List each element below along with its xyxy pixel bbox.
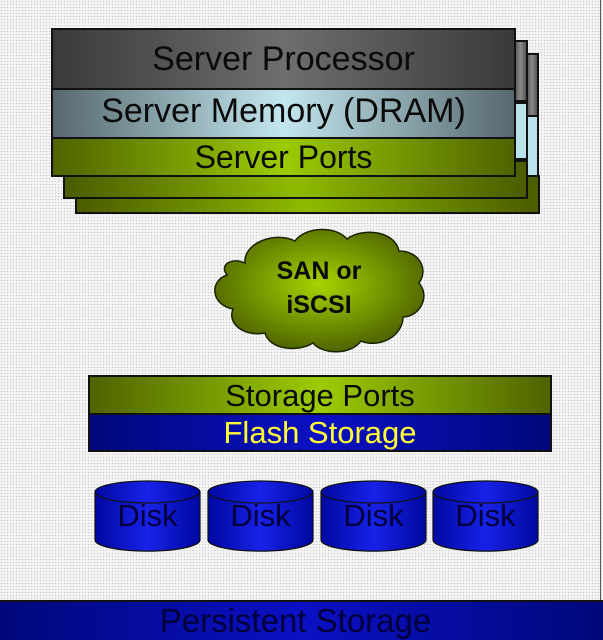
flash-storage-label: Flash Storage	[223, 415, 417, 450]
disk: Disk	[320, 480, 427, 552]
server-memory-layer: Server Memory (DRAM)	[51, 88, 516, 139]
network-label-line2: iSCSI	[286, 291, 352, 319]
server-processor-label: Server Processor	[152, 40, 415, 78]
disk-label: Disk	[230, 498, 291, 533]
server-ports-label: Server Ports	[194, 139, 373, 175]
disk: Disk	[432, 480, 539, 552]
disk-cylinder-icon	[432, 480, 539, 552]
cloud-icon	[214, 228, 425, 353]
persistent-storage-bar: Persistent Storage	[0, 600, 603, 640]
storage-ports-layer: Storage Ports	[88, 375, 552, 415]
persistent-storage-label: Persistent Storage	[159, 602, 432, 639]
disk-label: Disk	[117, 498, 178, 533]
disk-label: Disk	[343, 498, 404, 533]
disk: Disk	[207, 480, 314, 552]
storage-ports-label: Storage Ports	[225, 378, 415, 413]
frame-border	[600, 0, 601, 602]
disk-cylinder-icon	[207, 480, 314, 552]
server-ports-layer: Server Ports	[51, 137, 516, 177]
disk-label: Disk	[455, 498, 516, 533]
network-label-line1: SAN or	[276, 257, 362, 285]
disk-cylinder-icon	[94, 480, 201, 552]
disk-cylinder-icon	[320, 480, 427, 552]
network-cloud: SAN or iSCSI	[205, 225, 433, 355]
server-memory-label: Server Memory (DRAM)	[101, 92, 466, 130]
flash-storage-layer: Flash Storage	[88, 413, 552, 452]
server-processor-layer: Server Processor	[51, 28, 516, 90]
disk: Disk	[94, 480, 201, 552]
